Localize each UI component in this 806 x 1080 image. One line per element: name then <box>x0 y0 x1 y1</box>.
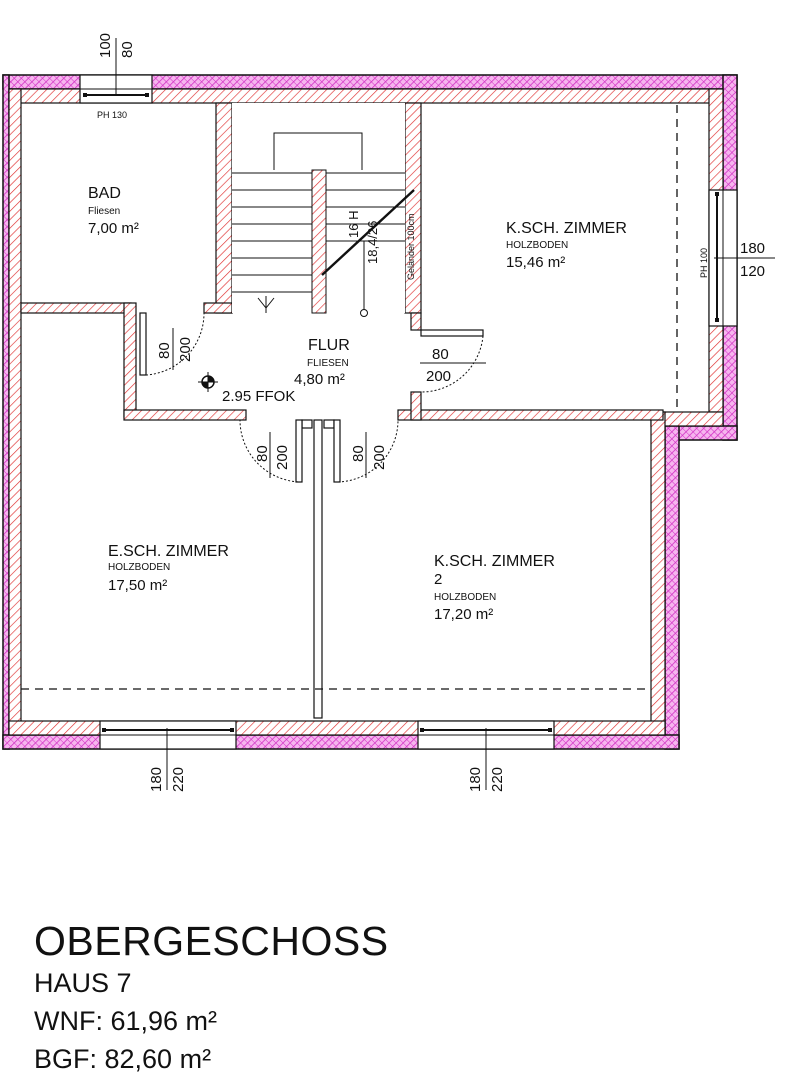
room-ksch1: K.SCH. ZIMMER HOLZBODEN 15,46 m² <box>506 220 627 271</box>
wnf-label: WNF: 61,96 m² <box>34 1006 218 1036</box>
room-area: 15,46 m² <box>506 254 565 271</box>
room-floor: Fliesen <box>88 206 120 217</box>
window-width: 100 <box>97 33 114 58</box>
inner-walls <box>20 102 664 719</box>
door-bad-dims: 80 200 <box>156 328 194 370</box>
door-height: 200 <box>177 337 194 362</box>
door-width: 80 <box>254 445 271 462</box>
window-sill: PH 100 <box>699 248 709 278</box>
window-height: 220 <box>489 767 506 792</box>
door-ksch1-dims: 80 200 <box>420 346 486 385</box>
door-ksch2-dims: 80 200 <box>350 432 388 478</box>
room-bad: BAD Fliesen 7,00 m² <box>88 185 139 237</box>
room-area: 4,80 m² <box>294 371 345 388</box>
stair-labels: 16 H 18,4/26 Geländer 100cm <box>346 211 416 280</box>
room-area: 7,00 m² <box>88 220 139 237</box>
room-floor: FLIESEN <box>307 358 349 369</box>
floor-plan: BAD Fliesen 7,00 m² FLUR FLIESEN 4,80 m²… <box>2 33 775 792</box>
staircase <box>232 103 415 317</box>
window-top-dims: 100 80 PH 130 <box>97 33 136 120</box>
house-label: HAUS 7 <box>34 968 132 998</box>
floor-title: OBERGESCHOSS <box>34 918 389 964</box>
door-width: 80 <box>432 346 449 363</box>
door-height: 200 <box>371 445 388 470</box>
room-area: 17,50 m² <box>108 577 167 594</box>
window-height: 120 <box>740 263 765 280</box>
room-name: K.SCH. ZIMMER <box>434 553 555 570</box>
door-ksch1[interactable] <box>420 329 484 393</box>
door-esch-dims: 80 200 <box>254 432 291 478</box>
level-text: 2.95 FFOK <box>222 388 295 405</box>
window-top[interactable] <box>79 38 153 104</box>
window-bottom-left[interactable] <box>99 720 237 790</box>
window-sill: PH 130 <box>97 110 127 120</box>
window-width: 180 <box>148 767 165 792</box>
window-right[interactable] <box>708 189 775 327</box>
window-width: 180 <box>740 240 765 257</box>
room-number: 2 <box>434 571 442 588</box>
roof-slope-lines <box>21 105 678 690</box>
room-esch: E.SCH. ZIMMER HOLZBODEN 17,50 m² <box>108 543 229 594</box>
door-width: 80 <box>156 342 173 359</box>
window-bottom-right-dims: 180 220 <box>467 767 506 792</box>
room-name: FLUR <box>308 337 350 354</box>
stair-dimension: 18,4/26 <box>365 221 380 264</box>
room-ksch2: K.SCH. ZIMMER 2 HOLZBODEN 17,20 m² <box>434 553 555 623</box>
window-bottom-right[interactable] <box>417 720 555 790</box>
door-height: 200 <box>274 445 291 470</box>
room-floor: HOLZBODEN <box>506 240 568 251</box>
level-marker-icon <box>198 372 218 392</box>
stair-railing: Geländer 100cm <box>406 213 416 280</box>
window-width: 180 <box>467 767 484 792</box>
window-bottom-left-dims: 180 220 <box>148 767 187 792</box>
door-bad[interactable] <box>139 312 205 376</box>
door-height: 200 <box>426 368 451 385</box>
room-name: E.SCH. ZIMMER <box>108 543 229 560</box>
door-ksch2[interactable] <box>333 419 399 483</box>
room-name: K.SCH. ZIMMER <box>506 220 627 237</box>
room-area: 17,20 m² <box>434 606 493 623</box>
window-right-dims: 180 120 PH 100 <box>699 240 765 280</box>
title-block: OBERGESCHOSS HAUS 7 WNF: 61,96 m² BGF: 8… <box>34 918 389 1078</box>
window-height: 220 <box>170 767 187 792</box>
room-floor: HOLZBODEN <box>434 592 496 603</box>
door-esch[interactable] <box>239 419 303 483</box>
bgf-label: BGF: 82,60 m² <box>34 1044 212 1074</box>
room-flur: FLUR FLIESEN 4,80 m² <box>294 337 350 388</box>
room-name: BAD <box>88 185 121 202</box>
stair-steps: 16 H <box>346 211 361 238</box>
room-floor: HOLZBODEN <box>108 562 170 573</box>
door-width: 80 <box>350 445 367 462</box>
window-height: 80 <box>119 41 136 58</box>
